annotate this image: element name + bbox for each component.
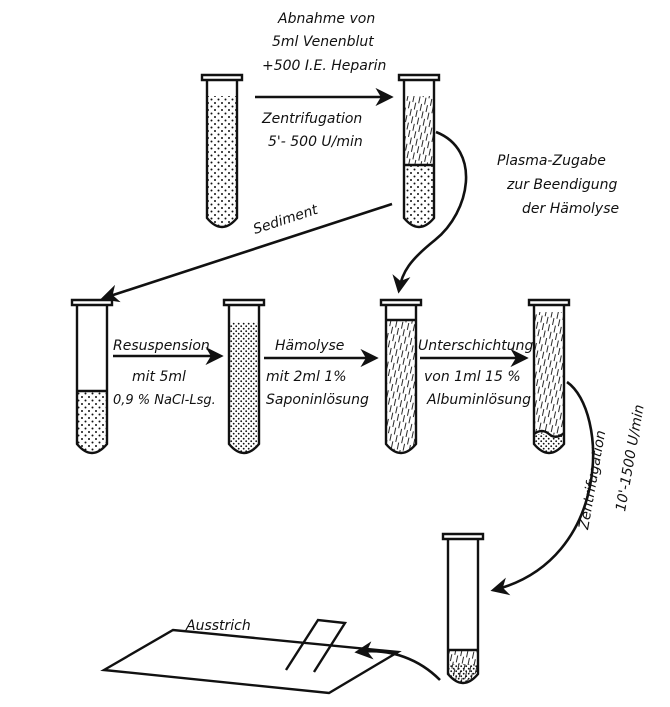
- label-resuspension-volume: mit 5ml: [132, 369, 186, 385]
- tube-whole-blood: [200, 73, 244, 229]
- label-haemolyse-title: Hämolyse: [275, 338, 344, 354]
- arrow-plasma-addition: [392, 130, 468, 294]
- label-plasma: Plasma-Zugabe zur Beendigung der Hämolys…: [497, 153, 619, 217]
- label-sediment: Sediment: [251, 202, 320, 238]
- label-ausstrich: Ausstrich: [185, 618, 251, 634]
- label-venenblut: 5ml Venenblut: [272, 34, 374, 50]
- arrow-centrifugation: [490, 380, 595, 596]
- label-abnahme: Abnahme von: [277, 11, 375, 27]
- label-zentrifugation1: Zentrifugation: [261, 111, 362, 127]
- label-resuspension-nacl: 0,9 % NaCl-Lsg.: [113, 393, 216, 408]
- label-unterschichtung-volume: von 1ml 15 %: [424, 369, 521, 385]
- label-resuspension-title: Resuspension: [113, 338, 210, 354]
- label-unterschichtung: Unterschichtung von 1ml 15 % Albuminlösu…: [418, 338, 534, 408]
- label-haemolyse-volume: mit 2ml 1%: [266, 369, 347, 385]
- smear-slide: [100, 618, 402, 695]
- label-haemolyse: Hämolyse mit 2ml 1% Saponinlösung: [266, 338, 369, 408]
- label-beendigung: zur Beendigung: [506, 177, 618, 193]
- label-unterschichtung-title: Unterschichtung: [418, 338, 534, 354]
- label-zentrifugation2: Zentrifugation 10'-1500 U/min: [576, 403, 648, 531]
- label-zentrifugation1-speed: 5'- 500 U/min: [268, 134, 363, 150]
- label-zentrifugation2-title: Zentrifugation: [576, 429, 609, 532]
- tube-haemolysis: [222, 298, 266, 455]
- label-haemolyse-end: der Hämolyse: [522, 201, 619, 217]
- label-plasma-zugabe: Plasma-Zugabe: [497, 153, 606, 169]
- tube-centrifuged: [397, 73, 441, 229]
- label-heparin: +500 I.E. Heparin: [262, 58, 386, 74]
- label-resuspension: Resuspension mit 5ml 0,9 % NaCl-Lsg.: [113, 338, 216, 408]
- label-saponin: Saponinlösung: [266, 392, 369, 408]
- tube-plasma-added: [379, 298, 423, 455]
- label-albumin: Albuminlösung: [426, 392, 531, 408]
- label-zentrifugation2-speed: 10'-1500 U/min: [613, 403, 648, 512]
- label-step1: Abnahme von 5ml Venenblut +500 I.E. Hepa…: [261, 11, 386, 150]
- arrow-sediment: [100, 202, 393, 303]
- tube-final-sediment: [441, 532, 485, 685]
- tube-resuspension: [70, 298, 114, 455]
- arrow-smear: [354, 641, 441, 681]
- tube-albumin-underlay: [527, 298, 571, 455]
